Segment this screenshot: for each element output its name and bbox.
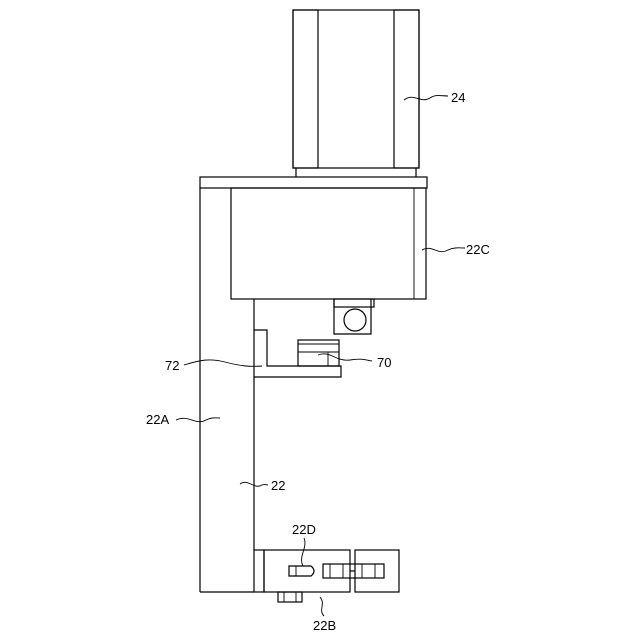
roller-assembly	[334, 299, 374, 334]
label-22C: 22C	[466, 242, 490, 257]
label-70: 70	[377, 355, 391, 370]
label-22D: 22D	[292, 522, 316, 537]
label-24: 24	[451, 90, 465, 105]
block-70	[298, 340, 339, 366]
label-22B: 22B	[313, 618, 336, 633]
upper-column-24	[293, 10, 419, 177]
top-plate	[200, 177, 427, 188]
slot-22D	[289, 566, 314, 576]
label-72: 72	[165, 358, 179, 373]
housing-22C	[231, 188, 426, 299]
label-22: 22	[271, 478, 285, 493]
leader-lines	[176, 96, 465, 617]
vertical-arm-22A	[200, 188, 254, 592]
label-22A: 22A	[146, 412, 169, 427]
